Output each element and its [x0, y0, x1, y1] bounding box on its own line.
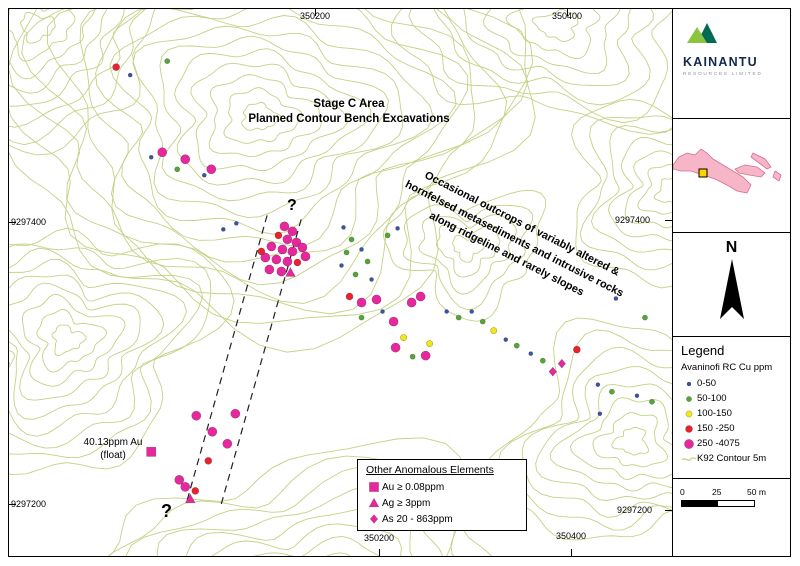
northing-label-right-north: 9297400 — [615, 215, 651, 225]
easting-label-bottom-west: 350200 — [363, 533, 395, 543]
anomalous-elements-legend-title: Other Anomalous Elements — [366, 464, 494, 476]
northing-label-left-north: 9297400 — [11, 217, 47, 227]
graticule-tick — [665, 220, 672, 221]
figure-frame: 350200 350400 350200 350400 9297400 9297… — [8, 8, 791, 557]
north-arrow-panel: N — [673, 233, 790, 337]
easting-label-top-west: 350200 — [299, 11, 331, 21]
easting-label-bottom-east: 350400 — [555, 531, 587, 541]
cu-50-100-dot — [681, 392, 697, 406]
northing-label-right-south: 9297200 — [617, 505, 653, 515]
northing-label-left-south: 9297200 — [11, 499, 47, 509]
map-title-line2: Planned Contour Bench Excavations — [248, 112, 450, 125]
legend-panel: Legend Avaninofi RC Cu ppm 0-50 50-100 1… — [673, 337, 790, 479]
legend-item-ag: Ag ≥ 3ppm — [366, 495, 518, 511]
logo-subtitle: RESOURCES LIMITED — [683, 72, 763, 77]
legend-item-ag-label: Ag ≥ 3ppm — [382, 497, 431, 509]
north-arrow-icon — [719, 259, 744, 319]
cu-150-250-dot — [681, 422, 697, 436]
contour-label: K92 Contour 5m — [697, 453, 767, 464]
north-label: N — [725, 239, 738, 256]
legend-item-cu-250-4075: 250 -4075 — [681, 436, 790, 451]
cu-100-150-label: 100-150 — [697, 408, 732, 419]
legend-subtitle: Avaninofi RC Cu ppm — [681, 362, 773, 373]
contour-line-sample — [681, 454, 697, 464]
map-area: 350200 350400 350200 350400 9297400 9297… — [9, 9, 673, 556]
project-location-marker — [698, 168, 708, 178]
scale-label-25: 25 — [712, 487, 722, 497]
legend-item-as: As 20 - 863ppm — [366, 511, 518, 527]
graticule-tick — [379, 549, 380, 556]
easting-label-top-east: 350400 — [551, 11, 583, 21]
graticule-tick — [315, 9, 316, 16]
logo-title: KAINANTU — [683, 55, 758, 69]
cu-0-50-label: 0-50 — [697, 378, 717, 389]
cu-250-4075-dot — [681, 437, 697, 451]
legend-title: Legend — [681, 343, 725, 358]
cu-150-250-label: 150 -250 — [697, 423, 735, 434]
cu-100-150-dot — [681, 407, 697, 421]
map-title: Stage C Area Planned Contour Bench Excav… — [239, 97, 459, 127]
png-inset-map — [673, 148, 782, 194]
legend-item-cu-50-100: 50-100 — [681, 391, 790, 406]
legend-item-au: Au ≥ 0.08ppm — [366, 479, 518, 495]
graticule-tick — [665, 510, 672, 511]
graticule-tick — [571, 549, 572, 556]
anomalous-elements-legend: Other Anomalous Elements Au ≥ 0.08ppm Ag… — [357, 459, 527, 531]
ag-triangle-symbol — [366, 496, 382, 510]
au-square-symbol — [366, 480, 382, 494]
legend-item-as-label: As 20 - 863ppm — [382, 513, 453, 525]
cu-0-50-dot — [681, 377, 697, 391]
new-ireland-island — [750, 152, 772, 170]
kainantu-logo-icon — [687, 23, 717, 43]
as-diamond-symbol — [366, 512, 382, 526]
sidebar: KAINANTU RESOURCES LIMITED N — [673, 9, 790, 556]
graticule-tick — [9, 222, 16, 223]
scale-bar-panel: 0 25 50 m — [673, 479, 790, 556]
legend-item-cu-100-150: 100-150 — [681, 406, 790, 421]
question-mark-south: ? — [161, 501, 172, 521]
scale-bar — [681, 500, 755, 507]
graticule-tick — [567, 9, 568, 16]
scale-labels: 0 25 50 m — [680, 487, 790, 498]
cu-50-100-label: 50-100 — [697, 393, 727, 404]
question-mark-north: ? — [287, 197, 297, 214]
legend-item-cu-150-250: 150 -250 — [681, 421, 790, 436]
bougainville-island — [772, 170, 782, 182]
scale-bar-segment-light — [718, 501, 754, 506]
au-float-label: 40.13ppm Au (float) — [67, 437, 159, 462]
png-mainland — [673, 148, 752, 194]
legend-item-cu-0-50: 0-50 — [681, 376, 790, 391]
inset-map-panel — [673, 119, 790, 233]
cu-250-4075-label: 250 -4075 — [697, 438, 740, 449]
legend-item-contour: K92 Contour 5m — [681, 451, 790, 466]
scale-label-0: 0 — [680, 487, 685, 497]
au-float-label-line1: 40.13ppm Au — [83, 437, 143, 448]
map-title-line1: Stage C Area — [313, 98, 385, 110]
scale-label-50: 50 m — [747, 487, 766, 497]
logo-panel: KAINANTU RESOURCES LIMITED — [673, 9, 790, 119]
scale-bar-segment-dark — [682, 501, 718, 506]
legend-item-au-label: Au ≥ 0.08ppm — [382, 481, 445, 493]
new-britain-island — [734, 164, 766, 178]
au-float-label-line2: (float) — [100, 449, 126, 461]
graticule-tick — [9, 504, 16, 505]
